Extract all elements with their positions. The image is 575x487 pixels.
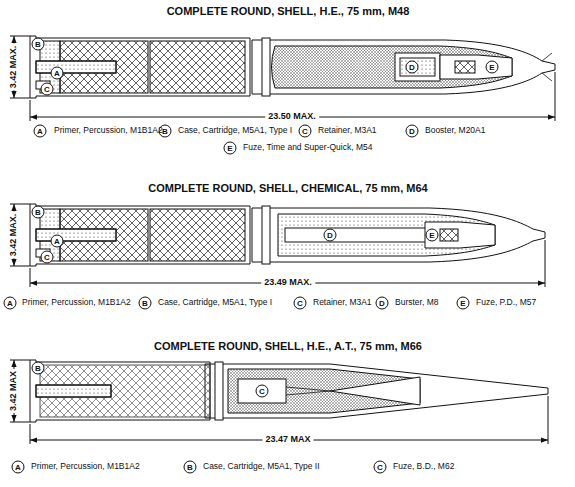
part-name: Burster, M8 [395,298,438,307]
part-name: Retainer, M3A1 [318,126,377,135]
part-name: Retainer, M3A1 [313,298,372,307]
part-name: Case, Cartridge, M5A1, Type I [178,126,292,135]
callout-letter: C [299,125,312,138]
callout-text: E [460,299,465,307]
callout-letter: C [41,251,54,264]
callout-letter: E [426,229,439,242]
callout-letter: A [51,235,64,248]
callout-text: C [302,127,308,135]
callout-letter: D [406,61,419,74]
callout-text: B [35,364,41,372]
callout-letter: D [324,229,337,242]
part-name: Booster, M20A1 [425,126,485,135]
callout-text: A [15,463,21,471]
dimension-label: 3.42 MAX. [9,44,19,91]
callout-letter: C [256,385,269,398]
part-name: Primer, Percussion, M1B1A2 [54,126,163,135]
part-name: Case, Cartridge, M5A1, Type II [203,462,320,471]
callout-text: C [44,253,50,261]
callout-text: A [7,299,13,307]
part-name: Primer, Percussion, M1B1A2 [22,298,131,307]
chemical-round [30,204,545,266]
dimension-label: 23.47 MAX [262,435,313,445]
dimension-label: 23.49 MAX. [261,278,315,288]
round-title: COMPLETE ROUND, SHELL, CHEMICAL, 75 mm, … [148,182,427,194]
callout-letter: B [32,38,45,51]
callout-letter: B [32,362,45,375]
callout-letter: A [34,125,47,138]
callout-text: B [142,299,148,307]
callout-letter: A [12,461,25,474]
callout-text: B [187,463,193,471]
part-name: Fuze, B.D., M62 [393,462,454,471]
callout-text: E [227,144,232,152]
part-name: Primer, Percussion, M1B1A2 [31,462,140,471]
callout-text: C [44,85,50,93]
heat-round [30,360,548,422]
dimension-label: 3.42 MAX. [9,212,19,259]
callout-letter: A [4,297,17,310]
he-round [30,36,555,98]
part-name: Case, Cartridge, M5A1, Type I [158,298,272,307]
callout-letter: B [139,297,152,310]
part-name: Fuze, Time and Super-Quick, M54 [243,143,372,152]
round-title: COMPLETE ROUND, SHELL, H.E., 75 mm, M48 [167,5,410,17]
callout-letter: E [486,61,499,74]
dimension-label: 23.50 MAX. [265,112,319,122]
callout-letter: E [224,142,237,155]
callout-letter: B [32,206,45,219]
part-name: Fuze, P.D., M57 [476,298,536,307]
callout-letter: A [51,67,64,80]
callout-text: D [327,231,333,239]
callout-letter: C [294,297,307,310]
callout-text: E [489,63,494,71]
round-title: COMPLETE ROUND, SHELL, H.E., A.T., 75 mm… [154,340,422,352]
callout-text: D [409,127,415,135]
callout-letter: B [184,461,197,474]
callout-letter: C [41,83,54,96]
callout-text: C [377,463,383,471]
callout-text: E [429,231,434,239]
callout-text: D [409,63,415,71]
dimension-label: 3.42 MAX [9,369,19,413]
callout-text: C [259,387,265,395]
callout-text: A [37,127,43,135]
callout-text: A [54,69,60,77]
callout-letter: C [374,461,387,474]
callout-text: C [297,299,303,307]
callout-text: B [162,127,168,135]
callout-text: B [35,40,41,48]
callout-text: B [35,208,41,216]
callout-text: D [379,299,385,307]
callout-letter: D [406,125,419,138]
callout-letter: D [376,297,389,310]
callout-letter: E [457,297,470,310]
callout-text: A [54,237,60,245]
